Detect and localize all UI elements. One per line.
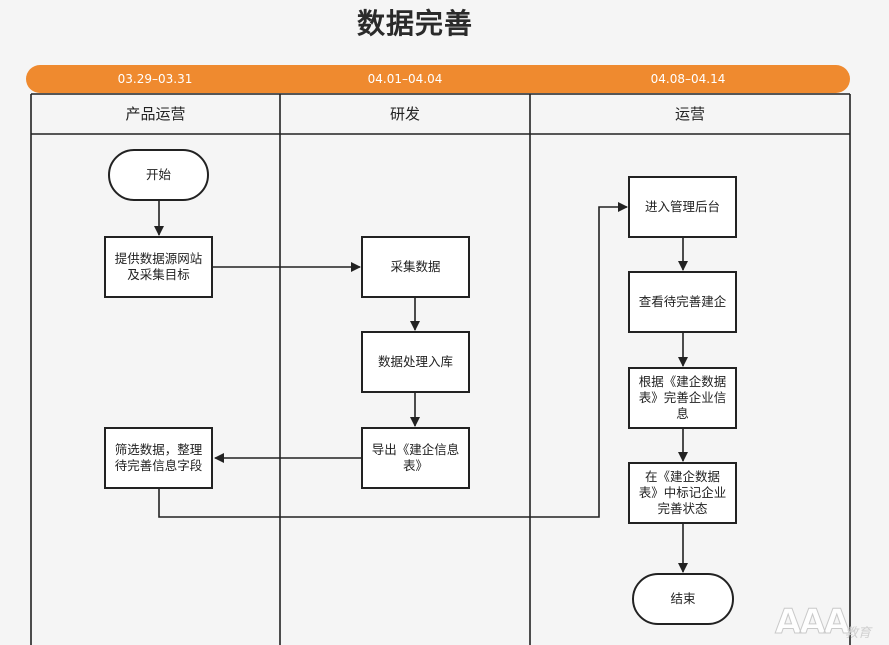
phase-bar: 03.29–03.31 04.01–04.04 04.08–04.14 — [26, 65, 850, 93]
lane-header-product-ops: 产品运营 — [125, 105, 186, 123]
node-start: 开始 — [108, 149, 209, 201]
node-collect-data: 采集数据 — [361, 236, 470, 298]
node-filter-data: 筛选数据，整理待完善信息字段 — [104, 427, 213, 489]
node-export-table: 导出《建企信息表》 — [361, 427, 470, 489]
node-end: 结束 — [632, 573, 734, 625]
node-view-pending: 查看待完善建企 — [628, 271, 737, 333]
node-complete-info: 根据《建企数据表》完善企业信息 — [628, 367, 737, 429]
lane-header-operations: 运营 — [674, 105, 705, 123]
node-provide-sources: 提供数据源网站及采集目标 — [104, 236, 213, 298]
node-process-data: 数据处理入库 — [361, 331, 470, 393]
watermark-logo: AAA — [775, 602, 851, 643]
phase-label-2: 04.01–04.04 — [367, 72, 443, 86]
watermark-subtext: 教育 — [845, 626, 872, 641]
edge-filter-to-backend — [158, 202, 628, 518]
phase-label-1: 03.29–03.31 — [117, 72, 193, 86]
node-enter-backend: 进入管理后台 — [628, 176, 737, 238]
phase-label-3: 04.08–04.14 — [650, 72, 726, 86]
node-mark-status: 在《建企数据表》中标记企业完善状态 — [628, 462, 737, 524]
diagram-title: 数据完善 — [356, 7, 473, 40]
lane-header-rd: 研发 — [389, 105, 420, 123]
